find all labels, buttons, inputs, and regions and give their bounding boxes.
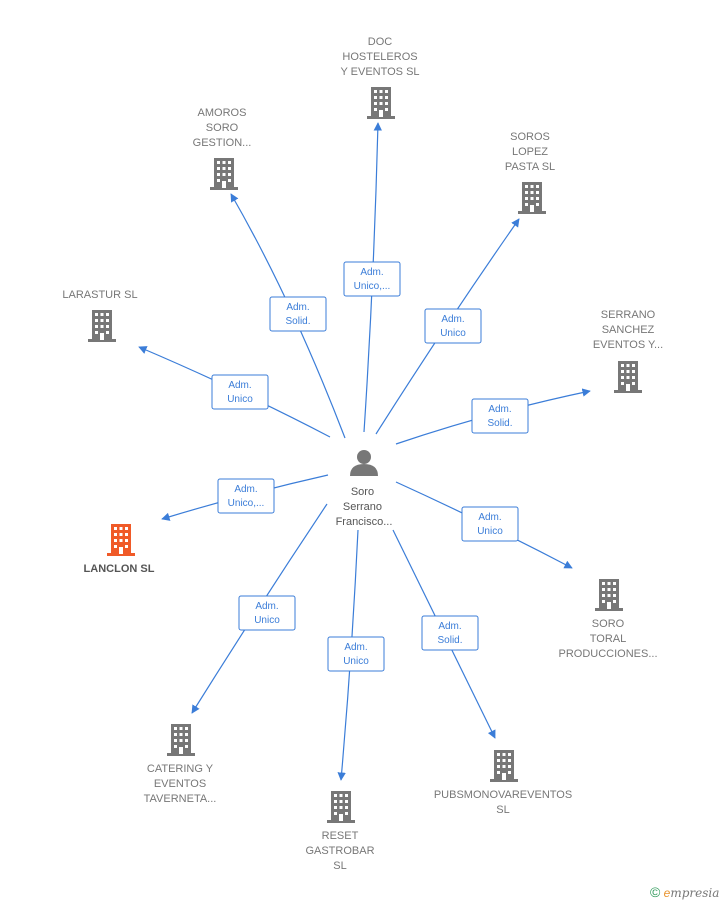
edge-role-badge[interactable]: Adm. Solid. [269, 296, 327, 332]
company-label-line: SERRANO [601, 309, 656, 321]
edge-role-text: Unico [343, 656, 369, 667]
edge-role-badge[interactable]: Adm. Solid. [471, 398, 529, 434]
company-label-line: LANCLON SL [84, 563, 155, 575]
company-node-lanclon[interactable]: LANCLON SL [84, 524, 155, 575]
edge-role-text: Adm. [360, 267, 383, 278]
edge-role-text: Adm. [441, 314, 464, 325]
company-node-serrano[interactable]: SERRANO SANCHEZ EVENTOS Y... [593, 309, 663, 393]
company-label-line: EVENTOS Y... [593, 339, 663, 351]
company-node-amoros[interactable]: AMOROS SORO GESTION... [193, 107, 252, 190]
svg-text:Soro Serrano Franc: Soro Serrano Francisco... [336, 486, 393, 528]
edge-role-text: Adm. [228, 380, 251, 391]
edge-role-text: Unico,... [354, 281, 391, 292]
company-label-line: SL [333, 860, 346, 872]
company-label: AMOROS SORO GESTION... [193, 107, 252, 149]
company-node-catering[interactable]: CATERING Y EVENTOS TAVERNETA... [144, 724, 217, 805]
edge-role-text: Solid. [285, 316, 310, 327]
building-icon [518, 182, 546, 214]
company-label-line: TAVERNETA... [144, 793, 217, 805]
building-icon [490, 750, 518, 782]
edge-role-text: Unico [440, 328, 466, 339]
company-node-soro-toral[interactable]: SORO TORAL PRODUCCIONES... [558, 579, 658, 660]
person-icon [350, 450, 378, 476]
edge-role-text: Unico,... [228, 498, 265, 509]
edge-role-badge[interactable]: Adm. Unico [327, 636, 385, 672]
company-label-line: LOPEZ [512, 146, 548, 158]
company-node-soros[interactable]: SOROS LOPEZ PASTA SL [505, 131, 555, 214]
brand-name: mpresia [670, 886, 720, 900]
edge-role-text: Adm. [478, 512, 501, 523]
edge-role-badge[interactable]: Adm. Unico [424, 308, 482, 344]
building-icon [88, 310, 116, 342]
center-person-node[interactable]: Soro Serrano Francisco... [336, 450, 393, 528]
company-label-line: AMOROS [198, 107, 247, 119]
company-label-line: GASTROBAR [305, 845, 374, 857]
company-label-line: PRODUCCIONES... [558, 648, 657, 660]
company-label-line: SL [496, 804, 509, 816]
company-label: DOC HOSTELEROS Y EVENTOS SL [340, 36, 419, 78]
company-label: LANCLON SL [84, 563, 155, 575]
company-label-line: EVENTOS [154, 778, 206, 790]
company-label-line: GESTION... [193, 137, 252, 149]
company-label-line: SANCHEZ [602, 324, 655, 336]
building-icon [107, 524, 135, 556]
company-node-larastur[interactable]: LARASTUR SL [62, 289, 138, 342]
edge-role-badge[interactable]: Adm. Unico [211, 374, 269, 410]
edge-role-text: Unico [477, 526, 503, 537]
company-label-line: SORO [206, 122, 239, 134]
company-label-line: Y EVENTOS SL [340, 66, 419, 78]
edge-role-text: Solid. [437, 635, 462, 646]
edge-role-text: Unico [254, 615, 280, 626]
building-icon [614, 361, 642, 393]
company-label: SORO TORAL PRODUCCIONES... [558, 618, 657, 660]
company-label-line: TORAL [590, 633, 626, 645]
company-label-line: LARASTUR SL [62, 289, 137, 301]
edge-role-text: Adm. [234, 484, 257, 495]
building-icon [595, 579, 623, 611]
company-label: PUBSMONOVAREVENTOS SL [434, 789, 572, 816]
brand-initial: e [663, 886, 671, 900]
edge-role-text: Adm. [255, 601, 278, 612]
company-label-line: PASTA SL [505, 161, 555, 173]
copyright-symbol: © [650, 884, 661, 900]
edge-role-badge[interactable]: Adm. Unico [238, 595, 296, 631]
center-label-line: Serrano [343, 501, 382, 513]
company-label-line: SORO [592, 618, 625, 630]
edge-role-text: Adm. [438, 621, 461, 632]
building-icon [367, 87, 395, 119]
center-label-line: Francisco... [336, 516, 393, 528]
center-label-line: Soro [351, 486, 374, 498]
building-icon [210, 158, 238, 190]
edge-role-text: Adm. [286, 302, 309, 313]
company-label-line: HOSTELEROS [342, 51, 417, 63]
company-label-line: CATERING Y [147, 763, 214, 775]
company-label: LARASTUR SL [62, 289, 137, 301]
edge-role-text: Unico [227, 394, 253, 405]
company-label-line: DOC [368, 36, 393, 48]
edge-role-text: Solid. [487, 418, 512, 429]
company-label-line: PUBSMONOVAREVENTOS [434, 789, 572, 801]
building-icon [327, 791, 355, 823]
company-node-doc[interactable]: DOC HOSTELEROS Y EVENTOS SL [340, 36, 420, 119]
edge-role-text: Adm. [488, 404, 511, 415]
copyright-footer: © empresia [650, 884, 719, 900]
company-node-pubsmono[interactable]: PUBSMONOVAREVENTOS SL [434, 750, 572, 816]
company-label: RESET GASTROBAR SL [305, 830, 374, 872]
edge-role-badge[interactable]: Adm. Unico [461, 506, 519, 542]
edge-role-badge[interactable]: Adm. Unico,... [217, 478, 275, 514]
edge-role-badge[interactable]: Adm. Solid. [421, 615, 479, 651]
company-node-reset[interactable]: RESET GASTROBAR SL [305, 791, 375, 872]
company-label-line: SOROS [510, 131, 550, 143]
company-label-line: RESET [322, 830, 359, 842]
edge-role-text: Adm. [344, 642, 367, 653]
company-label: CATERING Y EVENTOS TAVERNETA... [144, 763, 217, 805]
company-label: SERRANO SANCHEZ EVENTOS Y... [593, 309, 663, 351]
edge-role-badge[interactable]: Adm. Unico,... [343, 261, 401, 297]
building-icon [167, 724, 195, 756]
company-label: SOROS LOPEZ PASTA SL [505, 131, 555, 173]
